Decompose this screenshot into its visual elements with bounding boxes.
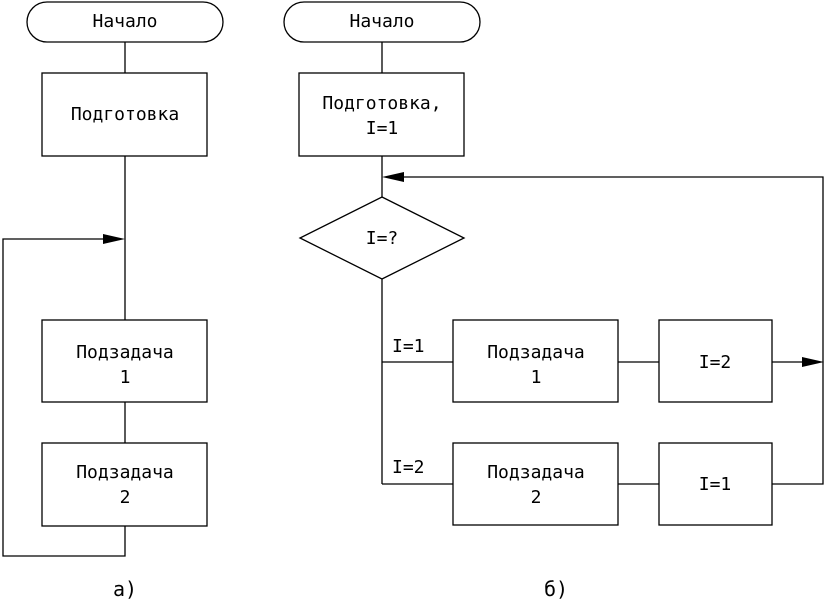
assign1-block-b <box>658 319 773 403</box>
task2-block-b <box>452 442 619 526</box>
task2-label-line1-a: Подзадача <box>76 462 174 483</box>
caption-a: а) <box>113 577 137 601</box>
diagram-a: Начало Подготовка Подзадача 1 Подзадача … <box>2 1 224 601</box>
prepare-label-line2-b: I=1 <box>366 118 399 139</box>
assign1-label-b: I=2 <box>699 352 732 373</box>
task2-label-line1-b: Подзадача <box>487 462 585 483</box>
assign2-block-b <box>658 442 773 526</box>
arrow-head-icon <box>802 357 824 367</box>
task2-label-line2-a: 2 <box>120 487 131 508</box>
start-terminator-a <box>26 1 224 43</box>
start-label-b: Начало <box>349 11 414 32</box>
start-label-a: Начало <box>92 11 157 32</box>
decision-diamond-b <box>298 196 466 280</box>
task1-block-a <box>41 319 208 403</box>
prepare-label-a: Подготовка <box>71 104 179 125</box>
caption-b: б) <box>544 577 568 601</box>
arrow-head-icon <box>103 234 125 244</box>
arrow-head-icon <box>382 172 404 182</box>
prepare-block-a <box>41 72 208 157</box>
task1-label-line1-b: Подзадача <box>487 342 585 363</box>
diagram-b: Начало Подготовка, I=1 I=? I=1 I=2 Подза… <box>283 1 824 601</box>
task1-block-b <box>452 319 619 403</box>
branch2-label-b: I=2 <box>392 457 425 478</box>
loop-back-line-a <box>2 238 126 557</box>
task1-label-line2-b: 1 <box>531 367 542 388</box>
assign2-label-b: I=1 <box>699 474 732 495</box>
start-terminator-b <box>283 1 481 43</box>
loop-back-line-b <box>400 176 824 485</box>
prepare-block-b <box>298 72 465 157</box>
task2-block-a <box>41 442 208 527</box>
task2-label-line2-b: 2 <box>531 487 542 508</box>
decision-label-b: I=? <box>366 228 399 249</box>
branch1-label-b: I=1 <box>392 336 425 357</box>
prepare-label-line1-b: Подготовка, <box>322 93 441 114</box>
task1-label-line2-a: 1 <box>120 367 131 388</box>
task1-label-line1-a: Подзадача <box>76 342 174 363</box>
